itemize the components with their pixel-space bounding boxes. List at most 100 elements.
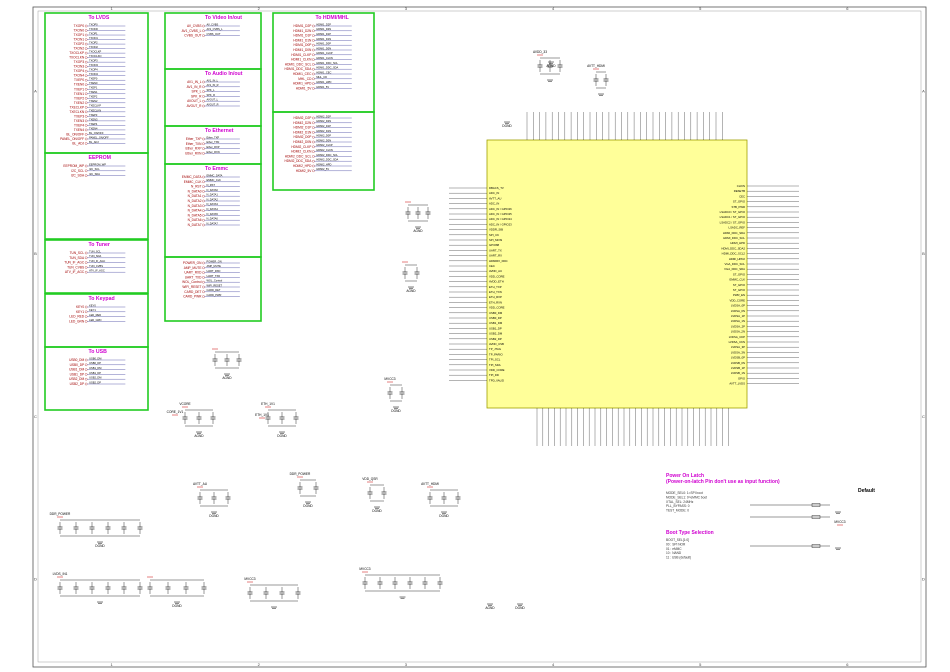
connector-pin-dot — [84, 315, 88, 318]
connector-pin-label: USB0_DM — [69, 358, 84, 362]
connector-pin-label: LED_RED — [69, 315, 84, 319]
connector-pin-label: BL_ON/OFF — [66, 132, 84, 136]
connector-pin-dot — [312, 72, 315, 76]
connector-pin-dot — [312, 34, 315, 37]
net-name: N_DATA0 — [206, 188, 218, 192]
soc-right-pin-name: ST_GPIO — [733, 288, 746, 292]
zone-top-label: 3 — [405, 6, 408, 11]
connector-pin-label: TXOP0 — [74, 24, 85, 28]
connector-pin-label: CARD_DET — [184, 290, 201, 294]
connector-pin-dot — [84, 69, 88, 73]
ground-label: AGND — [413, 229, 423, 233]
connector-pin-dot — [312, 140, 315, 144]
connector-pin-dot — [312, 82, 315, 85]
net-name: TUN_CVBS — [89, 264, 103, 268]
net-name: TXEP0 — [89, 77, 98, 81]
net-name: KEY1 — [89, 308, 96, 312]
connector-pin-dot — [84, 251, 88, 255]
soc-right-pin-name: HDMI_DDC_SDA2 — [721, 246, 745, 250]
zone-side-label: A — [34, 88, 37, 93]
net-name: LED_GRN — [89, 318, 101, 322]
connector-pin-label: SPK_L — [192, 90, 202, 94]
connector-pin-label: TXEN0 — [74, 83, 85, 87]
net-name: MHL_CD — [316, 75, 327, 79]
connector-pin-dot — [202, 185, 205, 188]
connector-pin-label: TXEP0 — [74, 78, 84, 82]
soc-right-pin-name: LVDSA_CKN — [729, 340, 745, 344]
soc-left-pin-name: ETH_TXP — [489, 285, 502, 289]
connector-pin-dot — [84, 124, 88, 127]
net-name: N_DATA6 — [206, 217, 218, 221]
connector-pin-dot — [312, 39, 315, 42]
ground-label: AGND — [485, 606, 495, 610]
net-name: HDMI1_CLKP — [316, 51, 333, 55]
connector-pin-dot — [84, 382, 88, 386]
soc-right-pin-name: STB_PWR — [731, 205, 745, 209]
connector-pin-dot — [84, 38, 88, 41]
connector-pin-label: N_DATA6 — [188, 218, 202, 222]
net-name: HDMI2_D2P — [316, 114, 331, 118]
net-name: HDMI2_CLKN — [316, 148, 333, 152]
net-name: HDMI2_HPD — [316, 162, 331, 166]
connector-pin-dot — [84, 56, 88, 59]
net-name: EEPROM_WP — [89, 162, 106, 166]
soc-right-pin-name: AVTT_LVDS — [729, 382, 745, 386]
net-name: AV1_IN_R — [206, 83, 218, 87]
connector-pin-dot — [202, 209, 205, 212]
soc-left-pin-name: VDD_CORE — [489, 368, 505, 372]
strap-resistor — [811, 515, 821, 519]
connector-pin-label: Ether_RXP — [186, 147, 202, 151]
connector-pin-label: HDMI1_D2N — [293, 29, 312, 33]
connector-pin-label: POWER_ON — [183, 261, 202, 265]
group-box-tuner — [44, 239, 149, 294]
connector-pin-dot — [202, 290, 205, 294]
connector-pin-label: ATV_IF_AGC — [65, 270, 85, 274]
net-name: WIFI_RESET — [206, 283, 222, 287]
soc-left-pin-name: AVDD_USB — [489, 342, 504, 346]
connector-pin-dot — [312, 131, 315, 134]
net-name: TUN_SCL — [89, 249, 101, 253]
soc-left-pin-name: ETH_RXN — [489, 300, 502, 304]
connector-pin-label: TXEN1 — [74, 92, 85, 96]
net-name: AVOUT_R — [206, 102, 218, 106]
power-label: LVDS_IN1 — [53, 572, 68, 576]
soc-left-pin-name: TP_JTAG — [489, 347, 501, 351]
connector-pin-dot — [202, 142, 205, 146]
soc-left-pin-name: ETH_RXP — [489, 295, 502, 299]
power-label: ETH_1V1 — [255, 413, 269, 417]
connector-pin-label: TUN_SDA — [69, 256, 85, 260]
connector-pin-label: AV1_IN_L — [187, 80, 202, 84]
connector-pin-dot — [202, 223, 205, 227]
net-name: HDMI1_D0N — [316, 46, 331, 50]
net-name: TXEN1 — [89, 90, 98, 94]
connector-pin-label: HDMI1_HPD — [293, 82, 312, 86]
soc-right-pin-name: CLKIN — [737, 184, 745, 188]
connector-pin-dot — [84, 29, 88, 32]
connector-pin-label: KEY0 — [76, 305, 84, 309]
power-label: MVCC3 — [384, 377, 395, 381]
net-name: EMMC_DATA — [206, 173, 222, 177]
net-name: HDMI1_HPD — [316, 80, 331, 84]
connector-pin-label: USB2_DP — [70, 382, 85, 386]
soc-right-pin-name: ST_GPIO — [733, 272, 746, 276]
soc-right-pin-name: PWR_EN — [733, 293, 745, 297]
connector-pin-label: N_DATA2 — [188, 199, 202, 203]
ground-label: DGND — [372, 509, 382, 513]
connector-pin-dot — [202, 285, 205, 289]
connector-pin-dot — [84, 261, 88, 264]
net-name: TXEP4 — [89, 122, 98, 126]
connector-pin-label: TXEN2 — [74, 101, 85, 105]
net-name: BL_ON/OFF — [89, 131, 104, 135]
boot-type-title: Boot Type Selection — [666, 530, 714, 536]
connector-pin-dot — [84, 115, 88, 118]
support-circuits: DDR_POWERDGNDLVDS_IN1DGNDMVCC3MVCC3VCORE… — [50, 50, 846, 610]
connector-pin-dot — [84, 47, 88, 50]
ground-label: DGND — [391, 409, 401, 413]
power-label: ETH_1V1 — [261, 402, 275, 406]
soc-right-pin-name: LSADC2 / ST_GPIO — [720, 220, 746, 224]
connector-pin-label: TXEP3 — [74, 114, 84, 118]
connector-pin-label: HDMI1_CEC — [293, 72, 312, 76]
soc-left-pin-name: ADC_IN — [489, 191, 499, 195]
connector-pin-label: TXOP3 — [74, 60, 85, 64]
